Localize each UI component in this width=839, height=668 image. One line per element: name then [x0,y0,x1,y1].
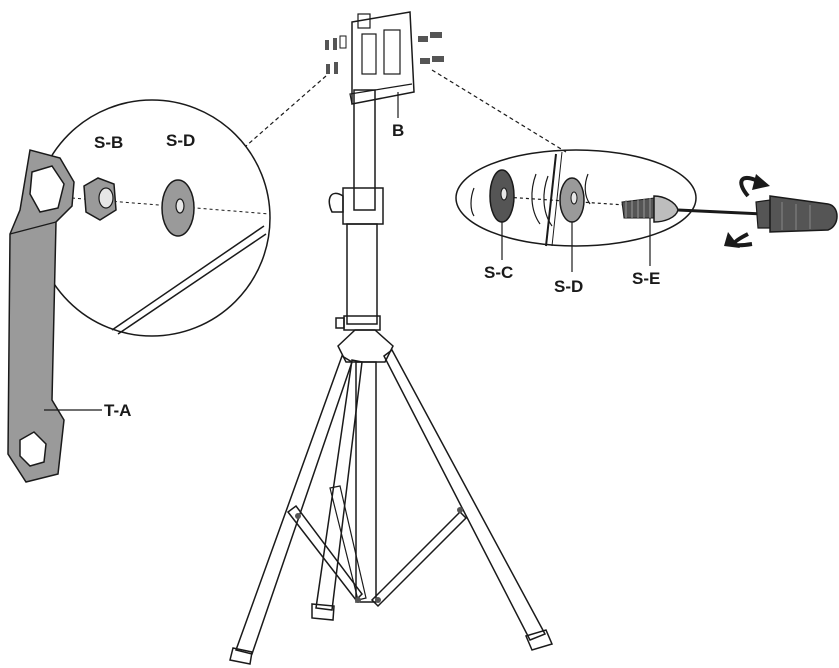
label-washer-left: S-D [166,131,195,150]
bracket-plate [325,11,444,118]
label-wrench: T-A [104,401,131,420]
detail-circle-left [33,99,271,337]
detail-ellipse-right [455,149,697,272]
brace-left [286,504,363,602]
upper-pole [353,89,376,211]
bracket-hardware-right [418,32,444,64]
detail-ellipse-right-outline [455,149,697,247]
lower-clamp [343,315,381,331]
leg-bolt [355,597,361,603]
leg-bolt [375,597,381,603]
tripod-stand [229,89,554,665]
foot-back [311,603,335,621]
foot-left [229,647,253,665]
label-nut: S-B [94,133,123,152]
nut-part [83,177,117,221]
bracket-slot [361,33,377,75]
tripod-hub [337,329,394,363]
pole-clamp [342,187,384,225]
callout-line-left [245,75,327,147]
bracket-slot [383,29,401,75]
label-washer-large: S-C [484,263,513,282]
center-pole [355,361,377,603]
screw-part [621,195,679,223]
detail-circle-left-outline [33,99,271,337]
label-bracket: B [392,121,404,140]
lower-clamp-knob [335,317,345,329]
washer-right-part [559,177,585,223]
clamp-knob [328,192,344,213]
callout-line-right [431,69,567,153]
wrench-body [7,149,75,483]
bracket-frame [351,11,415,105]
leg-bolt [457,507,463,513]
wrench-icon [7,149,102,483]
washer-large-part [489,169,515,223]
washer-left-part [161,179,195,237]
foot-right [524,629,554,651]
leg-bolt [295,513,301,519]
brace-right [370,510,468,608]
label-washer-right: S-D [554,277,583,296]
tripod-leg-right [383,348,547,641]
middle-pole [346,223,378,325]
brace-back [329,485,367,601]
rotate-arrows-icon [724,174,770,248]
tripod-leg-back [315,359,363,611]
bracket-hardware-left [325,35,347,74]
label-screw: S-E [632,269,660,288]
screwdriver-icon [677,195,838,233]
